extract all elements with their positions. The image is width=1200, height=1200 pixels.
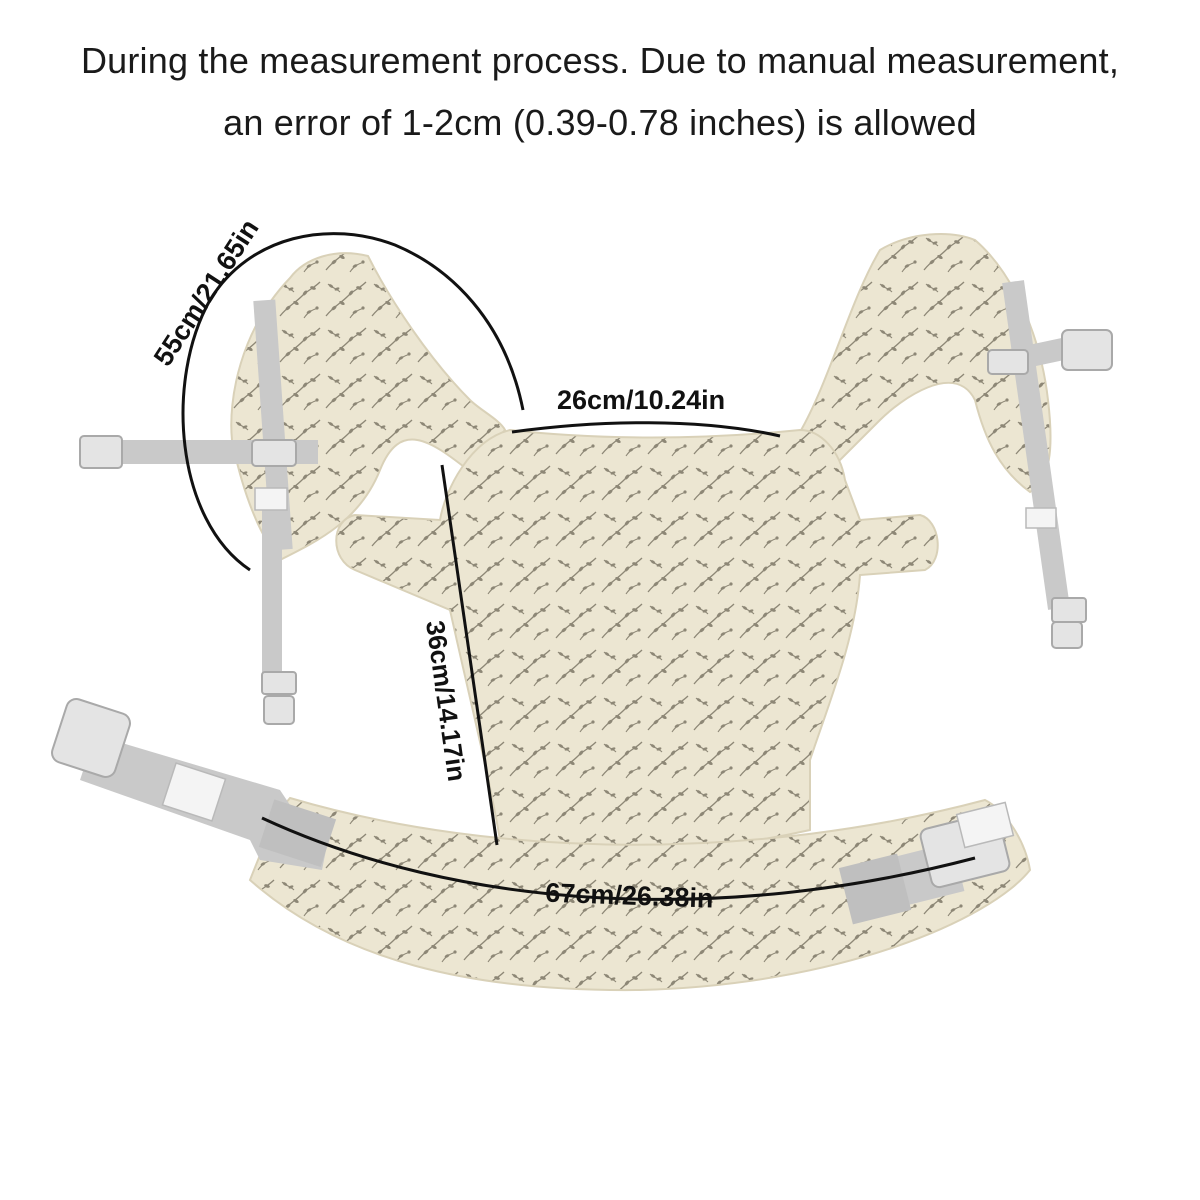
left-shoulder-strap [79,252,507,725]
right-shoulder-strap [798,233,1113,649]
measurement-note: During the measurement process. Due to m… [0,30,1200,154]
waist-belt-label: 67cm/26.38in [545,878,714,914]
note-line-1: During the measurement process. Due to m… [80,40,1120,81]
note-line-2: an error of 1-2cm (0.39-0.78 inches) is … [223,102,977,143]
top-width-label: 26cm/10.24in [557,385,725,415]
measurement-lines [181,232,976,901]
carrier-body-panel [335,428,939,852]
waist-belt [51,698,1032,992]
